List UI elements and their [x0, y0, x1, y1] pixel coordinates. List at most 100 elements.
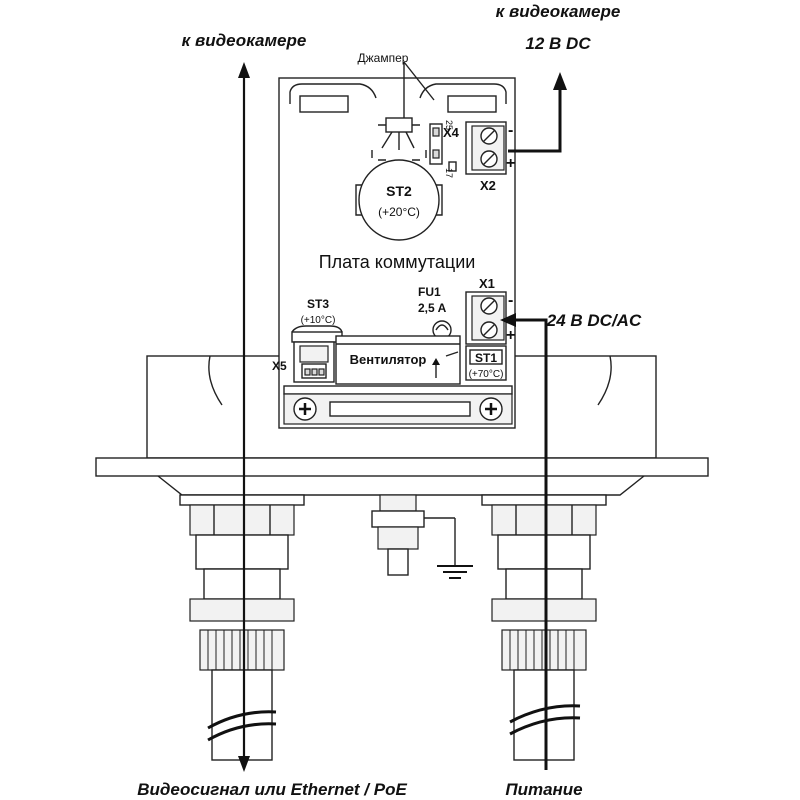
jumper-label: Джампер — [358, 51, 409, 65]
cable-gland-right — [481, 494, 607, 761]
x2-screw-plus-slot — [482, 152, 496, 166]
x2-screw-minus-slot — [482, 129, 496, 143]
housing-base — [157, 475, 645, 496]
gland-left-cap-nut — [189, 598, 295, 622]
gland-left-body — [195, 534, 289, 570]
fan-airflow-arrow-icon — [432, 358, 440, 365]
gland-left-nut — [189, 504, 295, 536]
gland-right-washer — [481, 494, 607, 506]
video-arrow-down-arrow-icon — [238, 756, 250, 772]
slot-frame-left — [289, 83, 377, 104]
jumper-corners — [371, 150, 427, 161]
to-camera-left-label: к видеокамере — [182, 31, 307, 50]
dc12-wire — [508, 86, 562, 153]
pin-17-label: 17 — [444, 168, 454, 178]
fuse-link — [435, 324, 449, 331]
rail-screw-right-cross — [485, 403, 497, 415]
x5-pin-3 — [318, 368, 325, 376]
mounting-rail — [283, 385, 513, 425]
bolt-shank — [387, 548, 409, 576]
dc12-arrow-icon — [553, 72, 567, 90]
fu1-rating-label: 2,5 A — [418, 301, 447, 315]
mount-slot-left — [299, 95, 349, 113]
ground-bolt — [371, 494, 473, 579]
x5-pin-1 — [304, 368, 311, 376]
st2-lugs — [355, 184, 443, 216]
bolt-nut — [377, 526, 419, 550]
gland-left-neck — [203, 568, 281, 600]
x2-plus-label: + — [506, 155, 515, 172]
gland-right-body — [497, 534, 591, 570]
jumper-block — [371, 61, 457, 172]
gland-right-nut — [491, 504, 597, 536]
x1-screw-minus-slot — [482, 299, 496, 313]
st2-body — [358, 159, 440, 241]
fu1-label: FU1 — [418, 285, 441, 299]
gland-left-grip — [199, 629, 285, 671]
x5-label: X5 — [272, 359, 287, 373]
x1-plus-label: + — [506, 327, 515, 344]
board-title: Плата коммутации — [319, 252, 476, 272]
connector-x5 — [293, 341, 335, 383]
x2-label: X2 — [480, 178, 496, 193]
thermostat-st2: ST2 (+20°C) — [355, 159, 443, 241]
x1-minus-label: - — [508, 292, 513, 309]
x5-top — [299, 345, 329, 363]
gland-left-washer — [179, 494, 305, 506]
fan-label: Вентилятор — [350, 352, 427, 367]
st3-body-top — [291, 325, 343, 333]
x2-minus-label: - — [508, 122, 513, 139]
jumper-leader — [403, 61, 435, 101]
ground-icon — [437, 565, 473, 579]
to-camera-right-label: к видеокамере — [496, 2, 621, 21]
terminal-x2 — [465, 121, 507, 175]
x4-label: X4 — [443, 125, 460, 140]
st1-top — [469, 349, 503, 365]
st1-label: ST1 — [475, 351, 497, 365]
dc24-label: 24 В DC/AC — [546, 311, 642, 330]
gland-right-grip — [501, 629, 587, 671]
cable-gland-left — [179, 494, 305, 761]
fan-pointer — [445, 351, 459, 357]
gland-right-cap-nut — [491, 598, 597, 622]
housing-curve-left — [208, 355, 223, 406]
power-input-wire — [500, 313, 548, 770]
gland-right-grip-ribs — [509, 630, 575, 670]
thermostat-st1 — [465, 345, 507, 381]
pin-25-label: 25 — [444, 120, 454, 130]
rail-slot — [329, 401, 471, 417]
dc12-output-wire — [508, 72, 567, 153]
housing-curve-right — [597, 355, 612, 406]
dc12-label: 12 В DC — [525, 34, 591, 53]
st2-temp: (+20°C) — [378, 205, 420, 219]
jumper-pin-25 — [432, 127, 440, 137]
jumper-small-part — [448, 161, 457, 172]
rail-screw-left-cross — [299, 403, 311, 415]
slot-frame-right — [419, 83, 507, 104]
power-arrow-icon — [500, 313, 516, 327]
st3-temp-label: (+10°C) — [301, 315, 336, 326]
power-label: Питание — [505, 780, 582, 799]
mount-slot-right — [447, 95, 497, 113]
st3-label: ST3 — [307, 297, 329, 311]
st3-body — [291, 331, 343, 343]
terminal-x1 — [465, 291, 507, 345]
gland-left-cable-tie — [207, 710, 277, 742]
rail-top — [283, 385, 513, 395]
gland-left-grip-ribs — [207, 630, 273, 670]
video-signal-label: Видеосигнал или Ethernet / PoE — [137, 780, 407, 799]
power-wire — [514, 318, 548, 770]
st2-label: ST2 — [386, 183, 412, 199]
x1-label: X1 — [479, 276, 495, 291]
video-arrow-up-arrow-icon — [238, 62, 250, 78]
jumper-legs — [381, 131, 415, 150]
gland-right-neck — [505, 568, 583, 600]
housing-flange — [95, 457, 709, 477]
st1-temp-label: (+70°C) — [469, 369, 504, 380]
bolt-washer — [371, 510, 425, 528]
x5-pin-2 — [311, 368, 318, 376]
jumper-pin-17 — [432, 149, 440, 159]
fan — [335, 335, 461, 385]
